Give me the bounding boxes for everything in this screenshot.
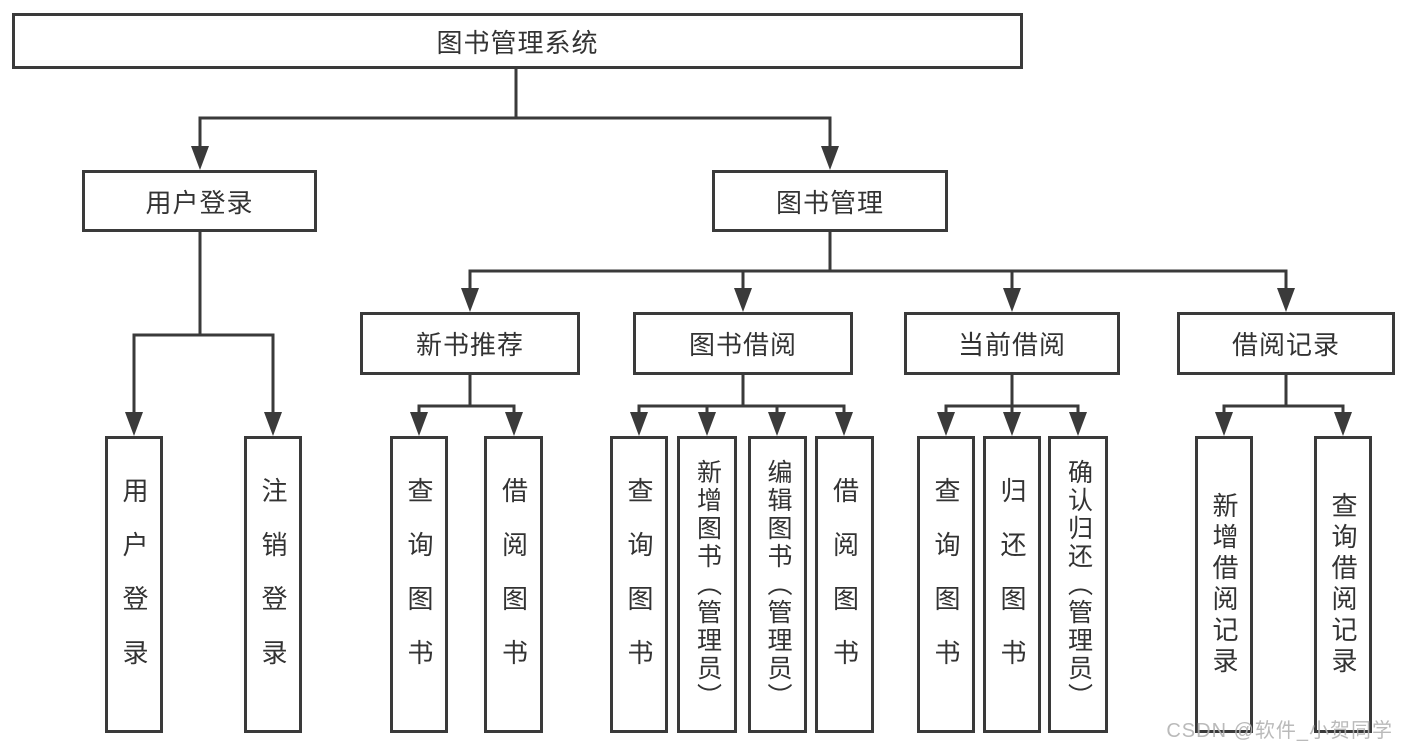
leaf-records-add-borrow-record: 新增借阅记录 [1195,436,1253,733]
leaf-logout: 注销登录 [244,436,302,733]
leaf-borrowing-edit-books-admin: 编辑图书（管理员） [748,436,807,733]
leaf-recommend-query-books: 查询图书 [390,436,448,733]
csdn-watermark: CSDN @软件_小贺同学 [1166,720,1393,742]
node-new-book-recommend: 新书推荐 [360,312,580,375]
leaf-current-return-books: 归还图书 [983,436,1041,733]
leaf-current-confirm-return-admin: 确认归还（管理员） [1048,436,1108,733]
leaf-recommend-borrow-books: 借阅图书 [484,436,543,733]
leaf-current-query-books: 查询图书 [917,436,975,733]
node-borrowing-records: 借阅记录 [1177,312,1395,375]
node-root-system: 图书管理系统 [12,13,1023,69]
leaf-borrowing-query-books: 查询图书 [610,436,668,733]
leaf-user-login: 用户登录 [105,436,163,733]
node-user-login: 用户登录 [82,170,317,232]
node-book-management: 图书管理 [712,170,948,232]
leaf-records-query-borrow-record: 查询借阅记录 [1314,436,1372,733]
leaf-borrowing-add-books-admin: 新增图书（管理员） [677,436,737,733]
arrowhead-icons [125,146,1352,436]
leaf-borrowing-borrow-books: 借阅图书 [815,436,874,733]
node-book-borrowing: 图书借阅 [633,312,853,375]
node-current-borrowing: 当前借阅 [904,312,1120,375]
